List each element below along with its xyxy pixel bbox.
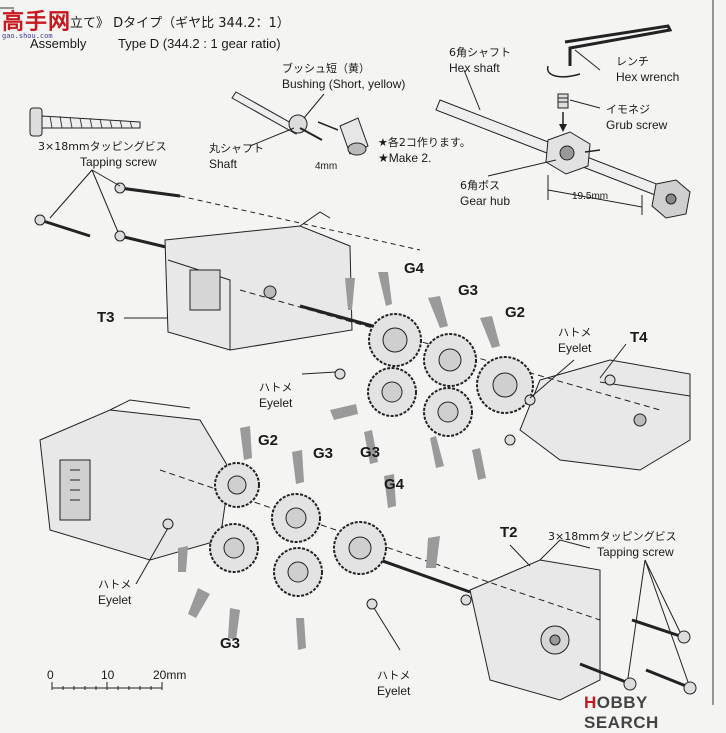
insert-arrows-lower	[178, 426, 440, 650]
hex-shaft-label-en: Hex shaft	[449, 61, 500, 75]
callout-t2: T2	[500, 524, 518, 541]
callout-g2-lower: G2	[258, 432, 279, 449]
leader-lines	[124, 49, 627, 651]
header-en-left: Assembly	[30, 36, 87, 51]
tapping-screw-group-bottom	[579, 559, 697, 695]
hex-shaft-label-jp: 6角シャフト	[449, 46, 511, 59]
watermark-left-sub: gao.shou.com	[2, 32, 53, 40]
gearbox-housing-t3	[164, 211, 353, 351]
scale-label-10: 10	[101, 668, 115, 682]
watermark-right-h: H	[584, 693, 597, 712]
eyelet-label-lower-left-jp: ハトメ	[98, 578, 132, 591]
scale-bar	[51, 682, 163, 690]
shaft-label-jp: 丸シャフト	[209, 142, 264, 155]
gear-hub-icon	[545, 131, 601, 175]
callout-g3-middle: G3	[360, 444, 381, 461]
eyelet-label-upper-right-en: Eyelet	[558, 341, 592, 355]
wrench-label-jp: レンチ	[616, 55, 649, 68]
grub-screw-label-jp: イモネジ	[606, 103, 650, 116]
bushing-icon	[339, 117, 369, 156]
rotate-arrow-icon	[546, 65, 581, 78]
eyelet-label-upper-left-jp: ハトメ	[259, 381, 293, 394]
eyelet-icons-lower	[162, 518, 472, 610]
callout-g4-lower: G4	[384, 476, 405, 493]
scale-label-20: 20mm	[153, 668, 187, 682]
gearbox-housing-t4	[519, 359, 691, 471]
gearbox-housing-t2	[469, 539, 601, 701]
tapping-screw-group-top	[34, 169, 421, 251]
gear-g2-lower-icon	[214, 462, 260, 508]
note-make-two-jp: ★各2コ作ります。	[378, 136, 471, 149]
scale-label-0: 0	[47, 668, 54, 682]
eyelet-label-upper-left-en: Eyelet	[259, 396, 293, 410]
tapping-screw-icon	[29, 107, 141, 137]
hub-dimension	[547, 175, 643, 215]
wrench-label-en: Hex wrench	[616, 70, 680, 84]
hex-wrench-icon	[564, 24, 673, 66]
gear-g4-upper-icon	[368, 313, 422, 367]
screw-label-top-jp: 3×18mmタッピングビス	[38, 140, 167, 153]
bushing-label-en: Bushing (Short, yellow)	[282, 77, 406, 91]
screw-label-top-en: Tapping screw	[80, 155, 157, 169]
shaft-dimension: 4mm	[315, 161, 338, 172]
gear-hub-label-en: Gear hub	[460, 194, 511, 208]
screw-label-bottom-en: Tapping screw	[597, 545, 674, 559]
header-en-title: Type D (344.2 : 1 gear ratio)	[118, 36, 281, 51]
bushing-label-jp: ブッシュ短（黄）	[282, 62, 370, 75]
screw-label-bottom-jp: 3×18mmタッピングビス	[548, 530, 677, 543]
eyelet-label-lower-right-en: Eyelet	[377, 684, 411, 698]
watermark-right: HOBBY SEARCH	[584, 693, 726, 733]
eyelet-label-upper-right-jp: ハトメ	[558, 326, 592, 339]
gear-g4-lower-icon	[333, 521, 387, 575]
gear-g3-lower-icon	[271, 493, 321, 543]
callout-g3-upper: G3	[458, 282, 479, 299]
grub-screw-label-en: Grub screw	[606, 118, 668, 132]
gear-g3-upper-icon	[423, 333, 477, 387]
gearbox-housing-left	[39, 399, 231, 561]
callout-g4-upper: G4	[404, 260, 425, 277]
callout-t4: T4	[630, 329, 648, 346]
insert-arrows-upper	[330, 272, 500, 480]
grub-screw-icon	[557, 93, 569, 132]
gear-hub-label-jp: 6角ボス	[460, 179, 500, 192]
shaft-label-en: Shaft	[209, 157, 238, 171]
header-jp-title: 立て》 Dタイプ（ギヤ比 344.2：1）	[70, 16, 290, 31]
callout-t3: T3	[97, 309, 115, 326]
eyelet-label-lower-left-en: Eyelet	[98, 593, 132, 607]
callout-g2-upper: G2	[505, 304, 526, 321]
callout-g3-bottom: G3	[220, 635, 241, 652]
gear-g3-bottom-icon	[209, 523, 323, 597]
note-make-two-en: ★Make 2.	[378, 151, 432, 165]
eyelet-icons-upper	[334, 368, 616, 446]
round-shaft-icon	[231, 91, 323, 141]
hub-dimension-label: 19.5mm	[572, 191, 609, 202]
callout-g3-lower: G3	[313, 445, 334, 462]
watermark-left: 高手网	[2, 10, 72, 35]
eyelet-label-lower-right-jp: ハトメ	[377, 669, 411, 682]
gear-g2-upper-icon	[476, 356, 534, 414]
gear-g3-middle-icon	[367, 367, 473, 437]
